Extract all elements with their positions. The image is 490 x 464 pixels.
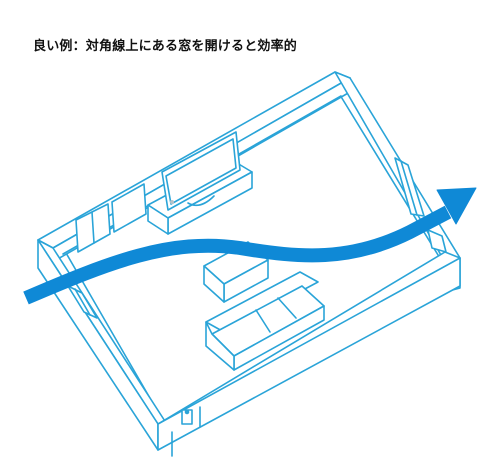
sofa-backrest [205, 271, 319, 333]
television-base [187, 195, 215, 207]
window-upper-right-pane [400, 160, 418, 216]
window-back-wall-mid [111, 183, 147, 233]
sofa-side [205, 321, 235, 371]
diagram-caption: 良い例：対角線上にある窓を開けると効率的 [33, 39, 298, 54]
front-wall-face [157, 257, 461, 451]
right-corner-step [427, 229, 447, 253]
door-knob [184, 409, 190, 415]
airflow-arrow-head [436, 187, 477, 225]
television-power-dot [170, 200, 174, 204]
sofa-cushion-divider-1 [255, 309, 271, 333]
tv-stand-side [147, 204, 169, 235]
airflow-arrow-body [23, 205, 452, 305]
coffee-table-side [203, 265, 225, 303]
television-screen-inner [165, 138, 237, 205]
sofa-cushion-divider-2 [277, 297, 297, 319]
window-lower-left-pane [74, 288, 91, 316]
window-back-wall-left-pane [91, 211, 95, 244]
